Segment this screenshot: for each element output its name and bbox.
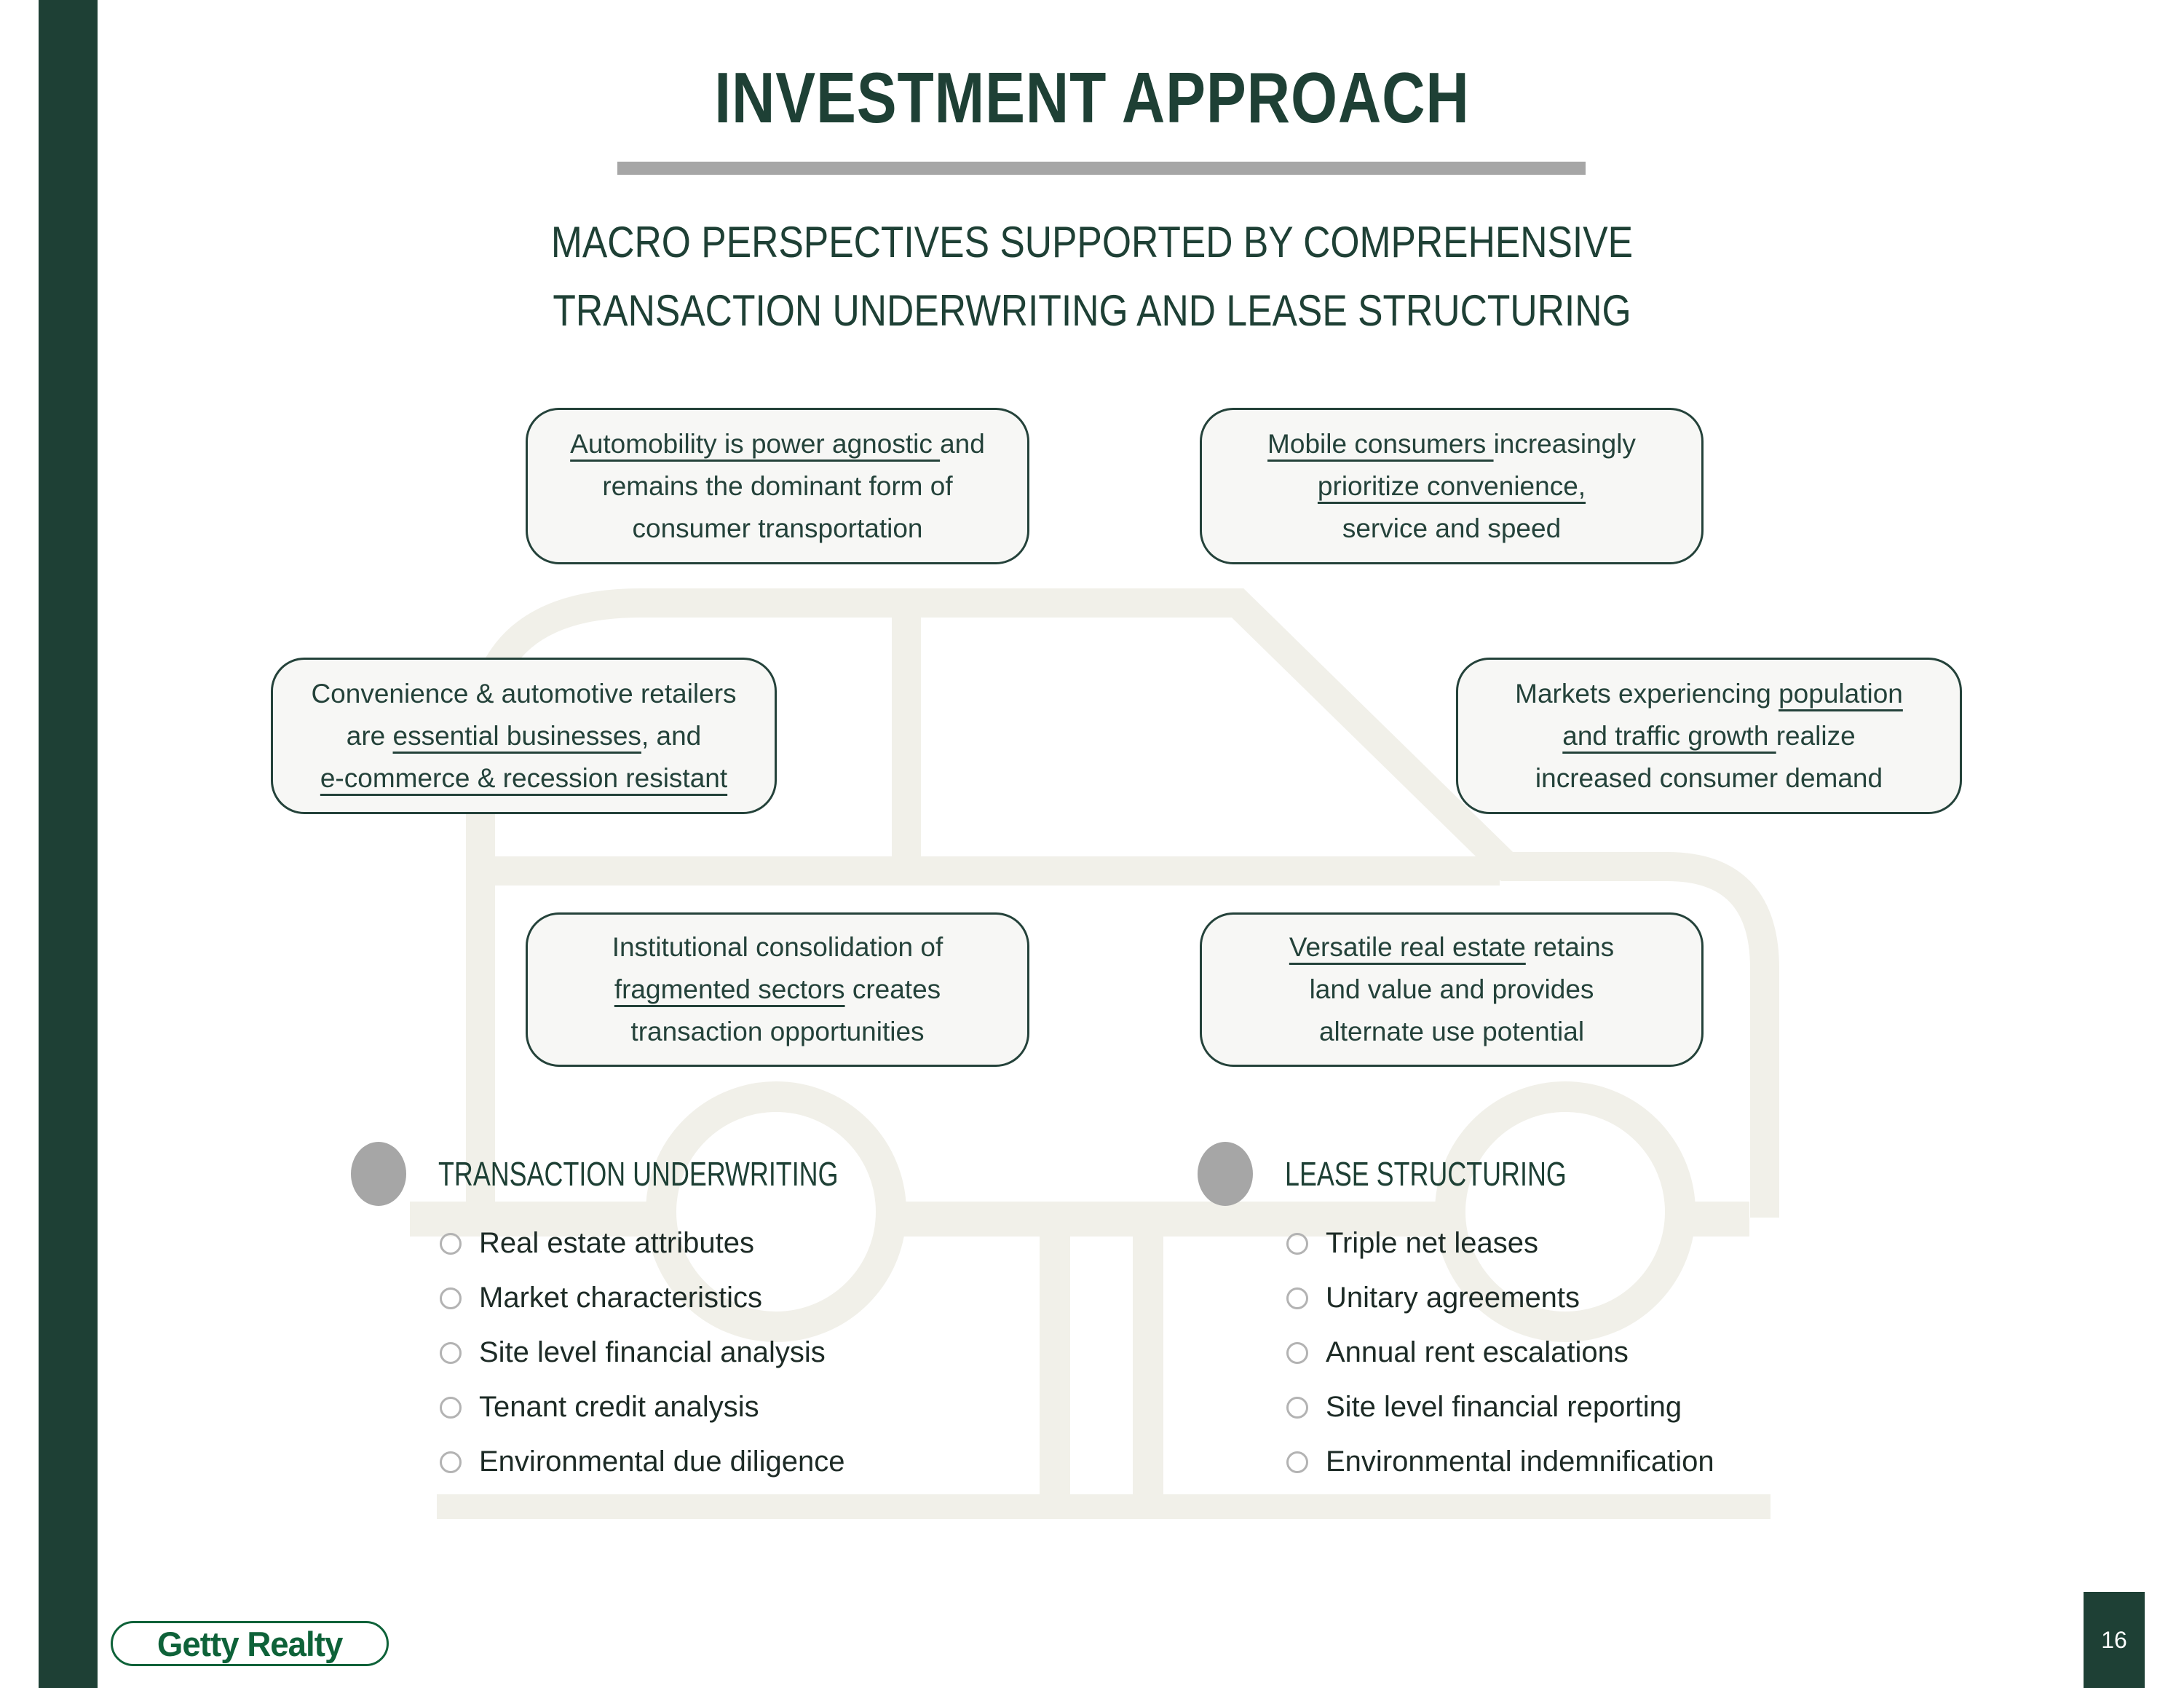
list-item: Annual rent escalations (1198, 1325, 1926, 1380)
callout-box-institutional-consolidation: Institutional consolidation of fragmented… (526, 912, 1029, 1067)
callout-line: Convenience & automotive retailers (288, 673, 760, 715)
list-item: Site level financial reporting (1198, 1380, 1926, 1435)
plain-text: service and speed (1342, 513, 1562, 543)
callout-line: Mobile consumers increasingly (1216, 423, 1687, 465)
callout-line: prioritize convenience, (1216, 465, 1687, 508)
callout-box-convenience-retailers: Convenience & automotive retailers are es… (271, 658, 777, 814)
title-divider (617, 162, 1586, 175)
list-item: Tenant credit analysis (351, 1380, 1079, 1435)
list-item: Environmental indemnification (1198, 1435, 1926, 1489)
plain-text: , and (641, 720, 702, 751)
callout-line: Automobility is power agnostic and (542, 423, 1013, 465)
list-item: Triple net leases (1198, 1216, 1926, 1271)
logo-text: Getty Realty (157, 1624, 343, 1663)
callout-box-mobile-consumers: Mobile consumers increasingly prioritize … (1200, 408, 1704, 564)
plain-text: are (346, 720, 393, 751)
bullet-circle-icon (440, 1451, 462, 1473)
gray-dot-icon (351, 1142, 406, 1206)
callout-line: service and speed (1216, 508, 1687, 550)
plain-text: and (940, 428, 985, 459)
list-title: TRANSACTION UNDERWRITING (438, 1155, 839, 1193)
callout-line: transaction opportunities (542, 1011, 1013, 1053)
underlined-text: Versatile real estate (1289, 932, 1526, 962)
callout-line: and traffic growth realize (1473, 715, 1945, 757)
bullet-circle-icon (1286, 1396, 1308, 1419)
bullet-circle-icon (440, 1287, 462, 1309)
list-item: Site level financial analysis (351, 1325, 1079, 1380)
bullet-circle-icon (1286, 1232, 1308, 1255)
callout-box-automobility: Automobility is power agnostic and remain… (526, 408, 1029, 564)
underlined-text: and traffic growth (1562, 720, 1776, 751)
list-item-text: Market characteristics (479, 1282, 762, 1314)
bullet-circle-icon (440, 1232, 462, 1255)
list-title: LEASE STRUCTURING (1285, 1155, 1567, 1193)
list-item: Real estate attributes (351, 1216, 1079, 1271)
list-item-text: Real estate attributes (479, 1227, 754, 1259)
transaction-underwriting-list: TRANSACTION UNDERWRITING Real estate att… (351, 1140, 1079, 1489)
callout-line: Versatile real estate retains (1216, 926, 1687, 969)
getty-realty-logo: Getty Realty (111, 1621, 389, 1666)
callout-line: alternate use potential (1216, 1011, 1687, 1053)
bullet-circle-icon (440, 1341, 462, 1364)
plain-text: land value and provides (1309, 974, 1594, 1004)
plain-text: increasingly (1493, 428, 1636, 459)
underlined-text: prioritize convenience, (1317, 470, 1586, 501)
list-item-text: Environmental indemnification (1326, 1446, 1714, 1478)
list-item: Environmental due diligence (351, 1435, 1079, 1489)
callout-line: fragmented sectors creates (542, 969, 1013, 1011)
page-title: INVESTMENT APPROACH (714, 58, 1470, 138)
list-header: TRANSACTION UNDERWRITING (351, 1140, 1079, 1207)
plain-text: alternate use potential (1318, 1017, 1585, 1046)
underlined-text: fragmented sectors (614, 974, 845, 1004)
bullet-circle-icon (1286, 1341, 1308, 1364)
list-item-text: Environmental due diligence (479, 1446, 845, 1478)
bullet-circle-icon (1286, 1451, 1308, 1473)
plain-text: creates (844, 974, 941, 1004)
callout-line: remains the dominant form of (542, 465, 1013, 508)
plain-text: Convenience & automotive retailers (311, 678, 737, 709)
plain-text: retains (1525, 932, 1615, 962)
subtitle-line-2: TRANSACTION UNDERWRITING AND LEASE STRUC… (553, 286, 1631, 335)
callout-line: consumer transportation (542, 508, 1013, 550)
plain-text: increased consumer demand (1535, 762, 1883, 793)
underlined-text: Mobile consumers (1267, 428, 1494, 459)
plain-text: Markets experiencing (1515, 678, 1779, 709)
gray-dot-icon (1198, 1142, 1253, 1206)
list-item-text: Annual rent escalations (1326, 1336, 1629, 1368)
plain-text: transaction opportunities (630, 1017, 925, 1046)
callout-line: e-commerce & recession resistant (288, 757, 760, 800)
plain-text: consumer transportation (632, 513, 923, 543)
callout-line: land value and provides (1216, 969, 1687, 1011)
plain-text: remains the dominant form of (602, 470, 953, 501)
left-accent-bar (39, 0, 98, 1688)
callout-line: increased consumer demand (1473, 757, 1945, 800)
list-item-text: Site level financial analysis (479, 1336, 826, 1368)
bullet-circle-icon (1286, 1287, 1308, 1309)
plain-text: realize (1776, 720, 1856, 751)
page-number-tab: 16 (2084, 1592, 2145, 1688)
list-item-text: Triple net leases (1326, 1227, 1538, 1259)
callout-line: are essential businesses, and (288, 715, 760, 757)
list-item: Unitary agreements (1198, 1271, 1926, 1325)
plain-text: Institutional consolidation of (612, 932, 943, 962)
list-item-text: Unitary agreements (1326, 1282, 1580, 1314)
subtitle-line-1: MACRO PERSPECTIVES SUPPORTED BY COMPREHE… (550, 218, 1634, 267)
callout-box-versatile-real-estate: Versatile real estate retains land value … (1200, 912, 1704, 1067)
underlined-text: Automobility is power agnostic (570, 428, 941, 459)
underlined-text: e-commerce & recession resistant (320, 762, 728, 793)
bullet-circle-icon (440, 1396, 462, 1419)
list-header: LEASE STRUCTURING (1198, 1140, 1926, 1207)
underlined-text: essential businesses (392, 720, 641, 751)
list-item-text: Site level financial reporting (1326, 1391, 1682, 1423)
underlined-text: population (1779, 678, 1903, 709)
list-item: Market characteristics (351, 1271, 1079, 1325)
callout-line: Markets experiencing population (1473, 673, 1945, 715)
page-number: 16 (2101, 1626, 2127, 1653)
callout-line: Institutional consolidation of (542, 926, 1013, 969)
list-item-text: Tenant credit analysis (479, 1391, 759, 1423)
